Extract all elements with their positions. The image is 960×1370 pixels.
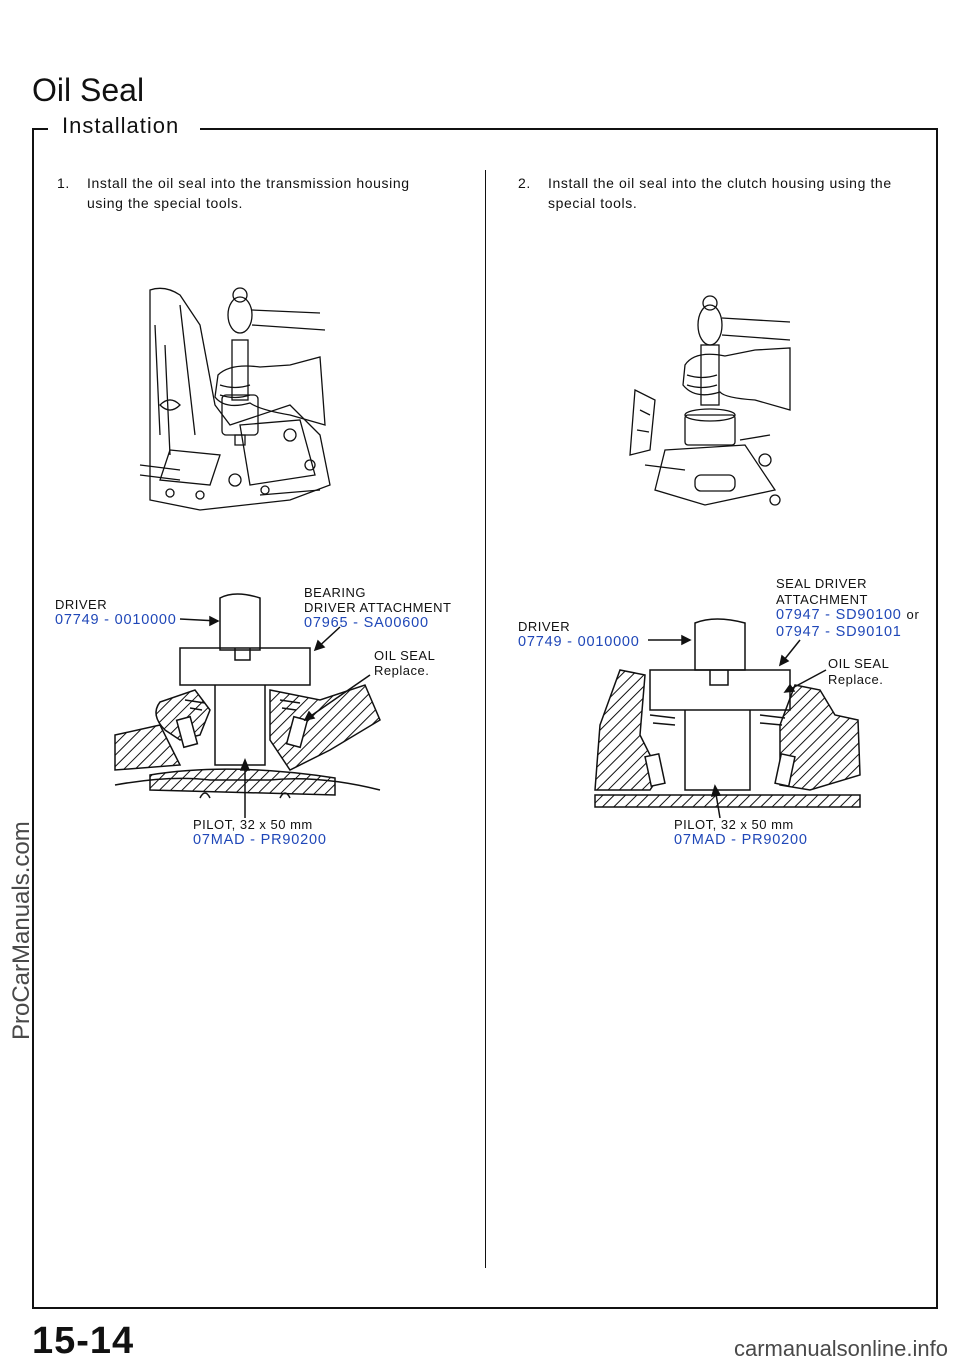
transmission-seal-cross-section: [114, 593, 381, 799]
seal-part-1: 07947 - SD90100: [776, 607, 902, 623]
step-text: Install the oil seal into the clutch hou…: [548, 175, 892, 191]
clutch-housing-illustration: [629, 295, 791, 506]
seal-attachment-part-number: 07947 - SD90100 or: [776, 607, 920, 623]
bearing-label: BEARING: [304, 585, 367, 600]
step-text: Install the oil seal into the transmissi…: [87, 175, 410, 191]
frame-line: [32, 1307, 938, 1309]
page-title: Oil Seal: [32, 72, 145, 108]
step-1-instruction: 1. Install the oil seal into the transmi…: [57, 172, 467, 222]
frame-line: [200, 128, 938, 130]
clutch-seal-cross-section: [594, 618, 861, 808]
step-number: 2.: [518, 175, 531, 191]
driver-part-number: 07749 - 0010000: [518, 634, 640, 650]
pilot-label: PILOT, 32 x 50 mm: [674, 817, 794, 832]
driver-label: DRIVER: [518, 619, 571, 634]
pilot-part-number: 07MAD - PR90200: [674, 832, 808, 848]
frame-line: [32, 128, 48, 130]
driver-part-number: 07749 - 0010000: [55, 612, 177, 628]
frame-line: [936, 128, 938, 1308]
frame-line: [32, 128, 34, 1308]
step-text: using the special tools.: [87, 195, 244, 211]
section-subtitle: Installation: [62, 113, 180, 138]
watermark-bottom: carmanualsonline.info: [733, 1336, 948, 1361]
oil-seal-note: Replace.: [374, 663, 430, 678]
step-number: 1.: [57, 175, 70, 191]
oil-seal-note: Replace.: [828, 672, 884, 687]
seal-part-2: 07947 - SD90101: [776, 624, 902, 640]
pilot-label: PILOT, 32 x 50 mm: [193, 817, 313, 832]
pilot-part-number: 07MAD - PR90200: [193, 832, 327, 848]
oil-seal-label: OIL SEAL: [374, 648, 436, 663]
transmission-housing-illustration: [139, 287, 331, 511]
seal-driver-label: SEAL DRIVER: [776, 576, 867, 591]
column-divider: [485, 170, 486, 1268]
oil-seal-label: OIL SEAL: [828, 656, 890, 671]
seal-or: or: [906, 607, 920, 622]
seal-attachment-label: ATTACHMENT: [776, 592, 868, 607]
bearing-driver-attachment-label: DRIVER ATTACHMENT: [304, 600, 452, 615]
bearing-attachment-part-number: 07965 - SA00600: [304, 615, 429, 631]
step-text: special tools.: [548, 195, 638, 211]
step-2-instruction: 2. Install the oil seal into the clutch …: [518, 172, 928, 222]
page-number: 15-14: [32, 1320, 135, 1362]
driver-label: DRIVER: [55, 597, 108, 612]
watermark-left: ProCarManuals.com: [8, 821, 35, 1040]
